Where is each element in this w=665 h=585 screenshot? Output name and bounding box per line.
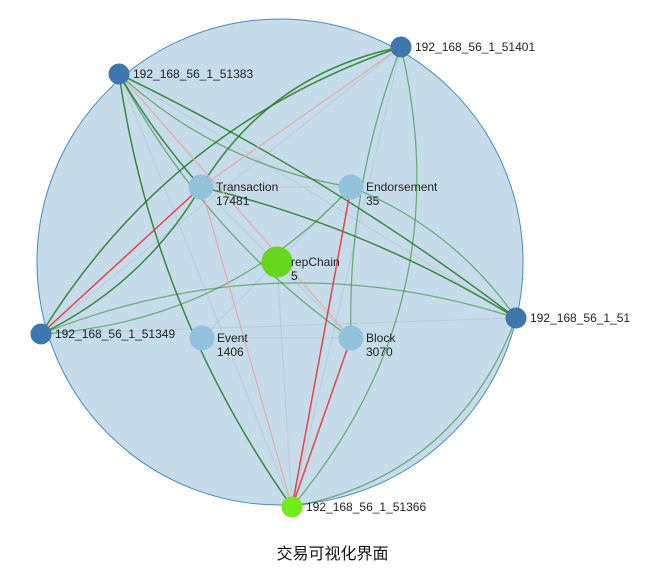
edge-p51349-transaction [40,186,202,335]
caption: 交易可视化界面 [276,544,389,563]
peer-node-p51401[interactable]: 192_168_56_1_51401 [390,36,535,58]
category-node-event-label-1: 1406 [217,345,244,359]
edge-p51349-endorsement [40,186,352,335]
edge-p51401-transaction [200,46,402,188]
peer-node-p51[interactable]: 192_168_56_1_51 [505,307,630,329]
edge-p51366-endorsement [291,186,352,508]
category-node-block-label-0: Block [366,331,396,345]
peer-node-p51383-label-0: 192_168_56_1_51383 [133,67,253,81]
edge-p51383-p51 [118,73,517,319]
center-node-repchain-label-1: 5 [291,269,298,283]
center-node-repchain-label-0: repChain [291,255,340,269]
nodes-layer: 192_168_56_1_51401 192_168_56_1_51383 192_… [30,36,630,518]
edge-p51366-p51 [291,317,517,508]
peer-node-p51366[interactable]: 192_168_56_1_51366 [281,496,426,518]
peer-node-p51349[interactable]: 192_168_56_1_51349 [30,323,175,345]
peer-node-p51383-dot[interactable] [108,63,130,85]
category-node-block-label-1: 3070 [366,345,393,359]
category-node-event-dot[interactable] [189,325,215,351]
peer-node-p51366-dot[interactable] [281,496,303,518]
peer-node-p51401-label-0: 192_168_56_1_51401 [415,40,535,54]
edge-p51349-transaction [40,186,202,335]
category-node-transaction-label-1: 17481 [216,194,250,208]
edge-transaction-p51 [200,186,517,319]
edge-p51383-p51366 [118,73,293,508]
edge-p51401-transaction [200,46,402,188]
category-node-event-label-0: Event [217,331,248,345]
edge-p51383-transaction [118,73,202,188]
network-graph[interactable]: 192_168_56_1_51401 192_168_56_1_51383 192_… [0,0,665,540]
edge-p51383-endorsement [118,73,352,188]
edge-repchain-p51366 [276,261,293,508]
peer-node-p51349-label-0: 192_168_56_1_51349 [55,327,175,341]
edge-p51383-block [118,73,352,339]
category-node-endorsement-dot[interactable] [338,174,364,200]
edge-p51349-p51 [40,282,517,335]
peer-node-p51383[interactable]: 192_168_56_1_51383 [108,63,253,85]
peer-node-p51349-dot[interactable] [30,323,52,345]
peer-node-p51366-label-0: 192_168_56_1_51366 [306,500,426,514]
edge-p51383-block [118,73,352,339]
edge-endorsement-p51 [350,186,517,319]
edge-p51366-block [291,337,352,508]
peer-node-p51-dot[interactable] [505,307,527,329]
edges-layer [40,46,517,508]
edge-p51383-p51 [118,73,517,319]
edge-transaction-p51366 [200,186,293,508]
edge-p51401-p51366 [291,46,402,508]
category-node-transaction-label-0: Transaction [216,180,278,194]
edge-p51349-p51 [40,317,517,335]
category-node-block-dot[interactable] [338,325,364,351]
peer-node-p51401-dot[interactable] [390,36,412,58]
category-node-transaction-dot[interactable] [188,174,214,200]
category-node-endorsement-label-0: Endorsement [366,180,438,194]
edge-p51383-p51366 [118,73,293,508]
category-node-endorsement-label-1: 35 [366,194,380,208]
center-node-repchain-dot[interactable] [261,246,293,278]
peer-node-p51-label-0: 192_168_56_1_51 [530,311,630,325]
edge-p51401-p51349 [40,46,402,335]
